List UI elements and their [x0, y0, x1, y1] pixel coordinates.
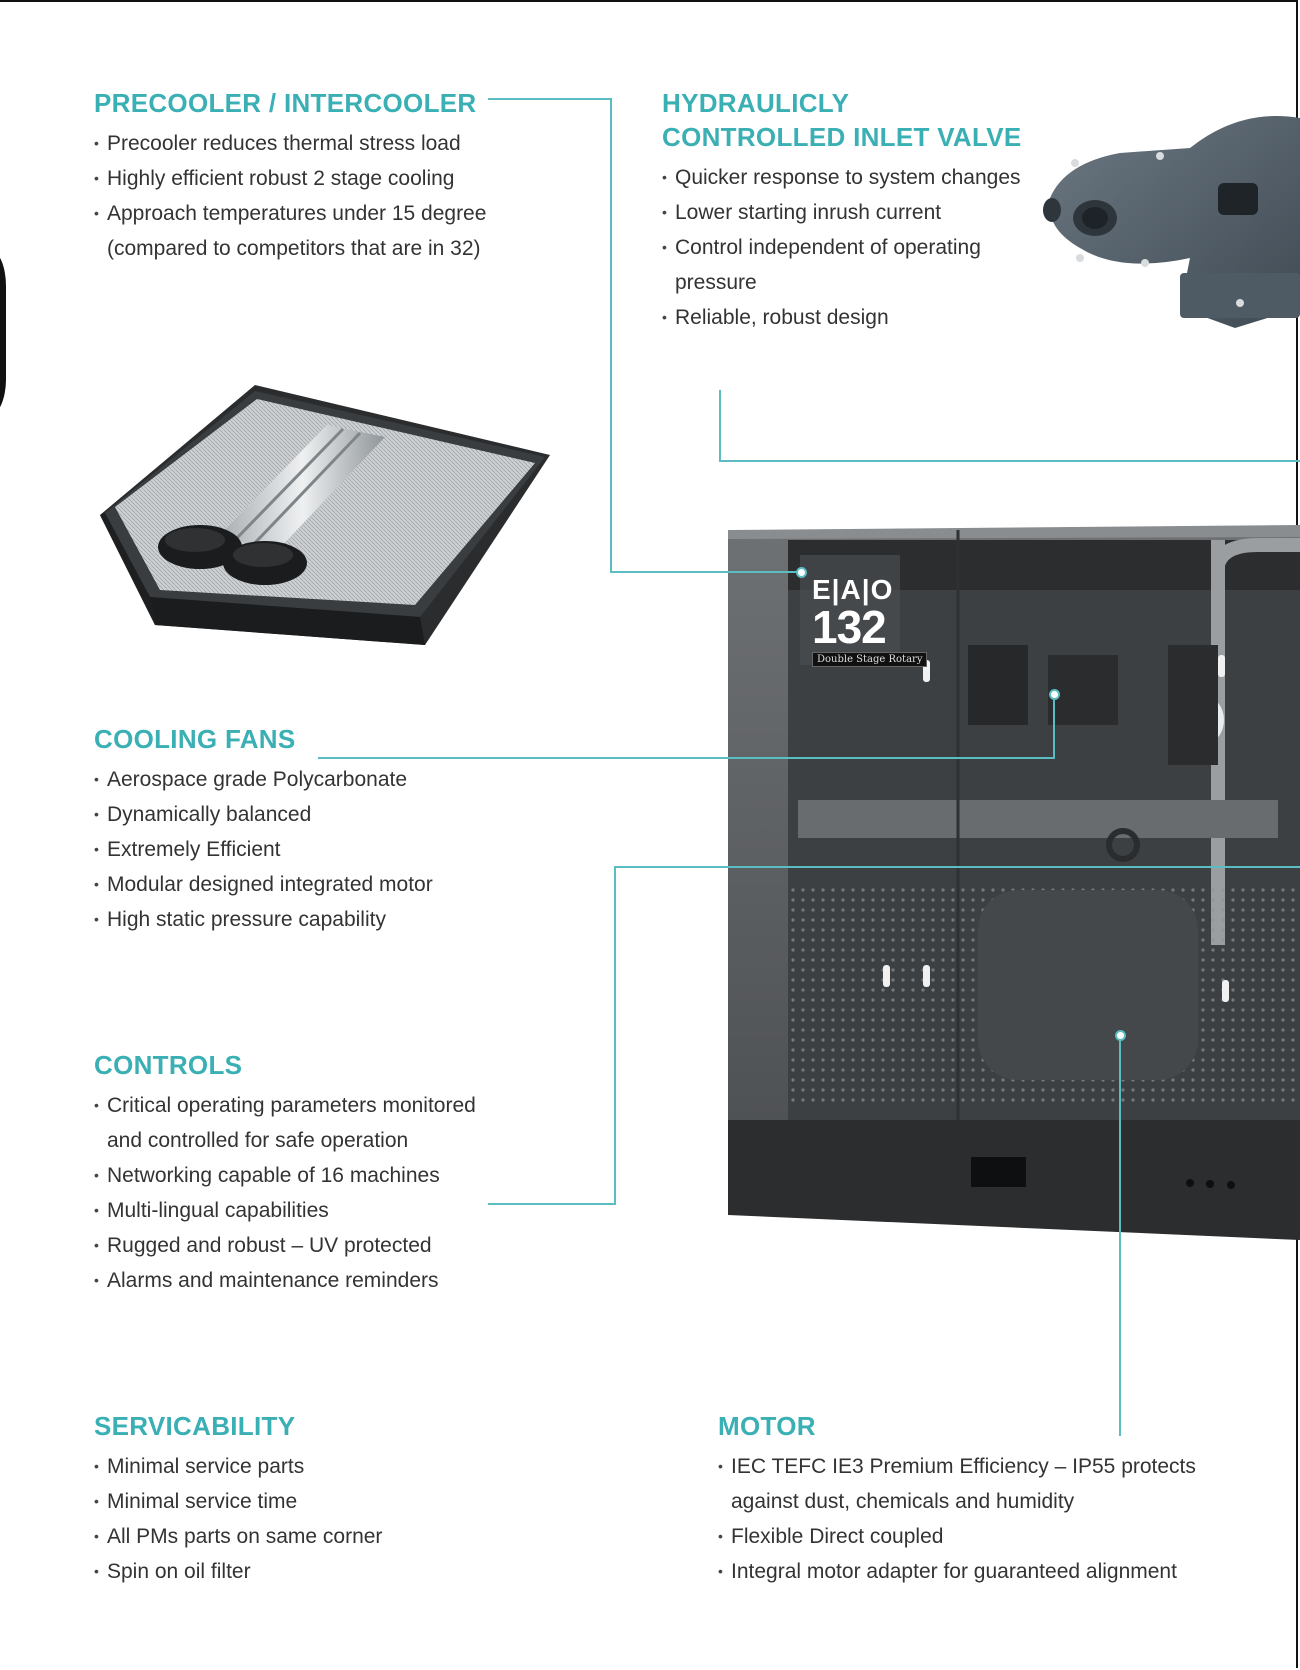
leader-line-motor [1119, 1036, 1121, 1436]
leader-point-precooler [796, 567, 807, 578]
list-item: High static pressure capability [94, 902, 514, 937]
section-motor: MOTOR IEC TEFC IE3 Premium Efficiency – … [718, 1409, 1218, 1589]
leader-line-fans [1053, 696, 1055, 759]
section-title: CONTROLS [94, 1050, 243, 1080]
list-item: Spin on oil filter [94, 1554, 514, 1589]
leader-line-valve [719, 460, 1300, 462]
list-item: IEC TEFC IE3 Premium Efficiency – IP55 p… [718, 1449, 1218, 1519]
model-caption: Double Stage Rotary [812, 652, 928, 667]
list-item: Networking capable of 16 machines [94, 1158, 514, 1193]
section-title-line: CONTROLLED INLET VALVE [662, 122, 1022, 152]
list-item: Highly efficient robust 2 stage cooling [94, 161, 494, 196]
leader-line-controls [488, 1203, 616, 1205]
list-item: Modular designed integrated motor [94, 867, 514, 902]
list-item: Rugged and robust – UV protected [94, 1228, 514, 1263]
model-number: 132 [812, 601, 887, 653]
list-item: Quicker response to system changes [662, 160, 1042, 195]
list-item: Dynamically balanced [94, 797, 514, 832]
leader-point-fans [1049, 689, 1060, 700]
list-item: Critical operating parameters monitored … [94, 1088, 514, 1158]
intercooler-image [100, 385, 550, 645]
list-item: Lower starting inrush current [662, 195, 1042, 230]
brand-logo: E|A|O [812, 574, 894, 605]
list-item: Extremely Efficient [94, 832, 514, 867]
leader-line-fans [318, 757, 1054, 759]
list-item: Alarms and maintenance reminders [94, 1263, 514, 1298]
section-title: MOTOR [718, 1411, 816, 1441]
list-item: Minimal service time [94, 1484, 514, 1519]
section-controls: CONTROLS Critical operating parameters m… [94, 1048, 514, 1298]
section-precooler: PRECOOLER / INTERCOOLER Precooler reduce… [94, 86, 494, 266]
list-item: Minimal service parts [94, 1449, 514, 1484]
list-item: Reliable, robust design [662, 300, 1042, 335]
list-item: Precooler reduces thermal stress load [94, 126, 494, 161]
leader-line-precooler [610, 98, 612, 573]
list-item: Multi-lingual capabilities [94, 1193, 514, 1228]
leader-line-precooler [488, 98, 612, 100]
list-item: Integral motor adapter for guaranteed al… [718, 1554, 1218, 1589]
inlet-valve-image [1043, 116, 1300, 328]
section-title-line: HYDRAULICLY [662, 88, 850, 118]
list-item: Approach temperatures under 15 degree (c… [94, 196, 494, 266]
leader-line-precooler [610, 571, 800, 573]
leader-point-motor [1115, 1030, 1126, 1041]
compressor-cabinet-image [728, 525, 1300, 1240]
list-item: Flexible Direct coupled [718, 1519, 1218, 1554]
leader-line-controls [614, 866, 1300, 868]
section-inlet-valve: HYDRAULICLY CONTROLLED INLET VALVE Quick… [662, 86, 1042, 335]
binding-edge [0, 250, 6, 415]
section-cooling-fans: COOLING FANS Aerospace grade Polycarbona… [94, 722, 514, 937]
section-title: HYDRAULICLY CONTROLLED INLET VALVE [662, 86, 1042, 154]
list-item: All PMs parts on same corner [94, 1519, 514, 1554]
leader-line-controls [614, 866, 616, 1205]
section-title: SERVICABILITY [94, 1411, 296, 1441]
list-item: Aerospace grade Polycarbonate [94, 762, 514, 797]
section-title: COOLING FANS [94, 724, 296, 754]
machine-brand: E|A|O 132 Double Stage Rotary [812, 574, 928, 667]
leader-line-valve [719, 390, 721, 462]
section-title: PRECOOLER / INTERCOOLER [94, 88, 477, 118]
section-servicability: SERVICABILITY Minimal service parts Mini… [94, 1409, 514, 1589]
list-item: Control independent of operating pressur… [662, 230, 1042, 300]
